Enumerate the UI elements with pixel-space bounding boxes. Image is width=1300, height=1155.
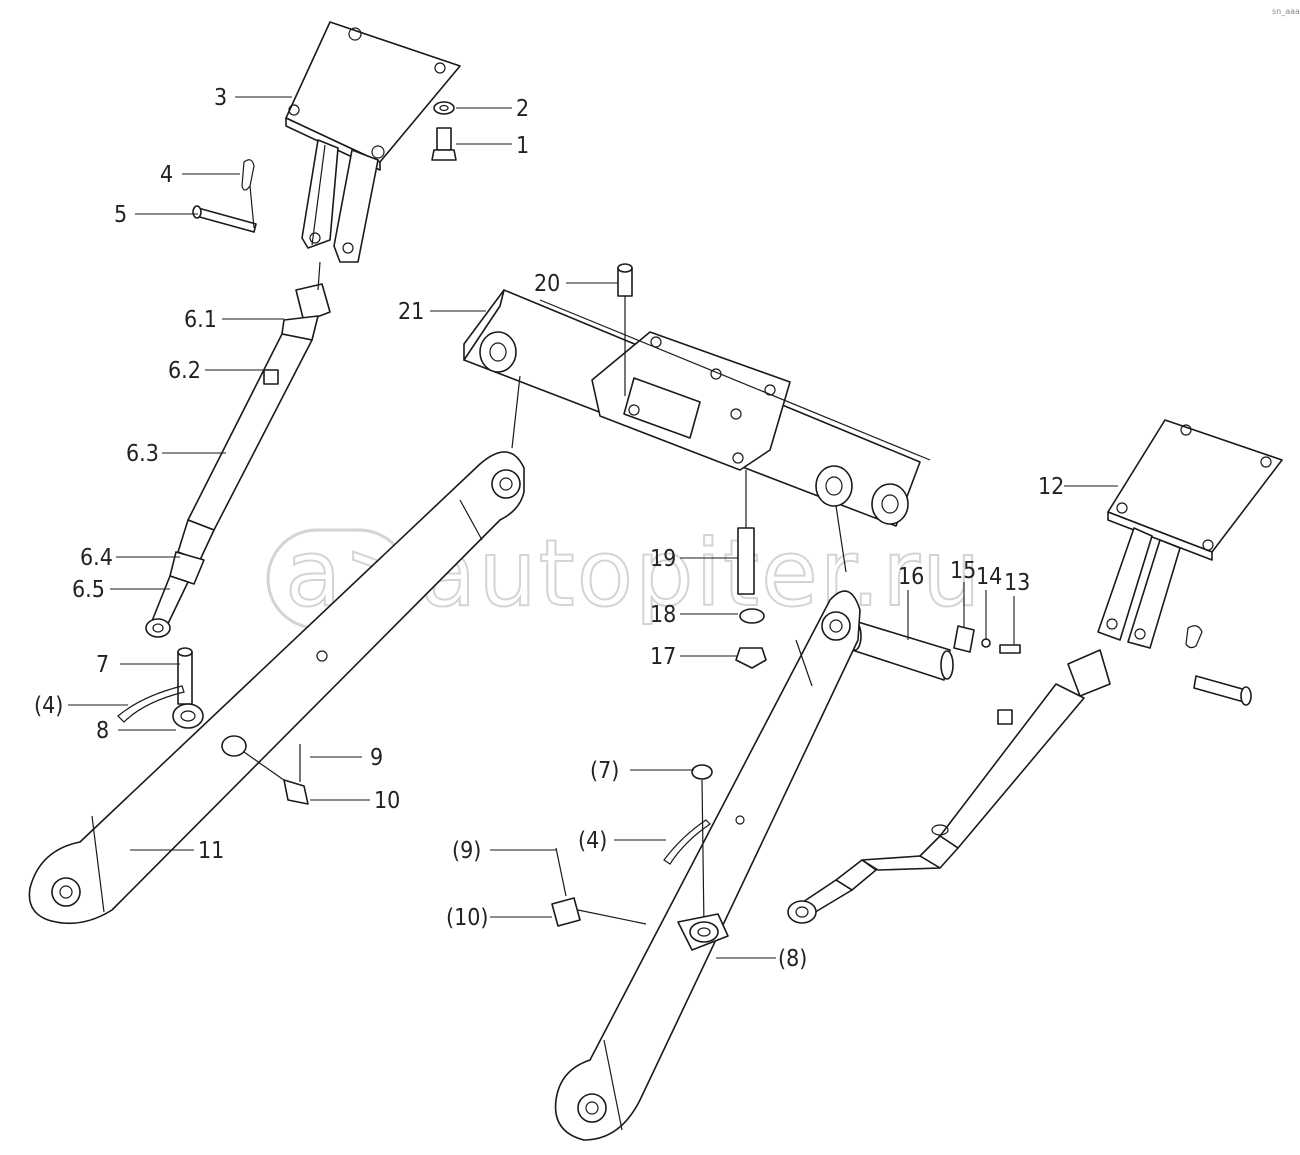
stud-washer-nut bbox=[735, 470, 767, 669]
callout-6-3: 6.3 bbox=[126, 441, 159, 467]
callout-7-ref: (7) bbox=[590, 758, 619, 784]
callout-11: 11 bbox=[198, 838, 224, 864]
callout-10-ref: (10) bbox=[446, 905, 488, 931]
callout-3: 3 bbox=[214, 85, 227, 111]
callout-10: 10 bbox=[374, 788, 400, 814]
callout-13: 13 bbox=[1004, 570, 1030, 596]
callout-6-2: 6.2 bbox=[168, 358, 201, 384]
bracket-right bbox=[1097, 419, 1283, 649]
callout-17: 17 bbox=[650, 644, 676, 670]
pin-and-clip-upper bbox=[192, 159, 257, 233]
callout-14: 14 bbox=[976, 564, 1002, 590]
callout-21: 21 bbox=[398, 299, 424, 325]
bracket-left bbox=[285, 21, 461, 263]
pin-16-group bbox=[848, 621, 1021, 681]
callout-4-ref-right: (4) bbox=[578, 828, 607, 854]
callout-labels: 3 2 1 4 5 6.1 6.2 6.3 6.4 6.5 7 (4) 8 9 … bbox=[34, 85, 1064, 972]
callout-20: 20 bbox=[534, 271, 560, 297]
callout-6-1: 6.1 bbox=[184, 307, 217, 333]
callout-4-ref-left: (4) bbox=[34, 693, 63, 719]
top-link-left bbox=[145, 261, 331, 638]
callout-7: 7 bbox=[96, 652, 109, 678]
cross-beam bbox=[463, 289, 931, 573]
corner-mark: sn_aaa bbox=[1272, 7, 1300, 16]
callout-9-ref: (9) bbox=[452, 838, 481, 864]
lower-link-right bbox=[554, 590, 861, 1141]
callout-9: 9 bbox=[370, 745, 383, 771]
callout-5: 5 bbox=[114, 202, 127, 228]
watermark-text: autopiter.ru bbox=[420, 520, 982, 627]
callout-6-4: 6.4 bbox=[80, 545, 113, 571]
pin-20 bbox=[617, 263, 633, 396]
callout-18: 18 bbox=[650, 602, 676, 628]
watermark: a> autopiter.ru bbox=[266, 519, 982, 630]
bolt-and-washer bbox=[431, 101, 457, 161]
top-link-right bbox=[787, 625, 1252, 924]
pin-lower-right bbox=[551, 764, 729, 951]
callout-15: 15 bbox=[950, 558, 976, 584]
callout-8: 8 bbox=[96, 718, 109, 744]
callout-16: 16 bbox=[898, 564, 924, 590]
callout-19: 19 bbox=[650, 546, 676, 572]
lower-link-left bbox=[28, 451, 525, 925]
callout-6-5: 6.5 bbox=[72, 577, 105, 603]
callout-2: 2 bbox=[516, 96, 529, 122]
leader-lines bbox=[68, 96, 1118, 959]
pin-lower-left bbox=[117, 647, 204, 729]
callout-1: 1 bbox=[516, 133, 529, 159]
callout-4: 4 bbox=[160, 162, 173, 188]
callout-12: 12 bbox=[1038, 474, 1064, 500]
callout-8-ref: (8) bbox=[778, 946, 807, 972]
